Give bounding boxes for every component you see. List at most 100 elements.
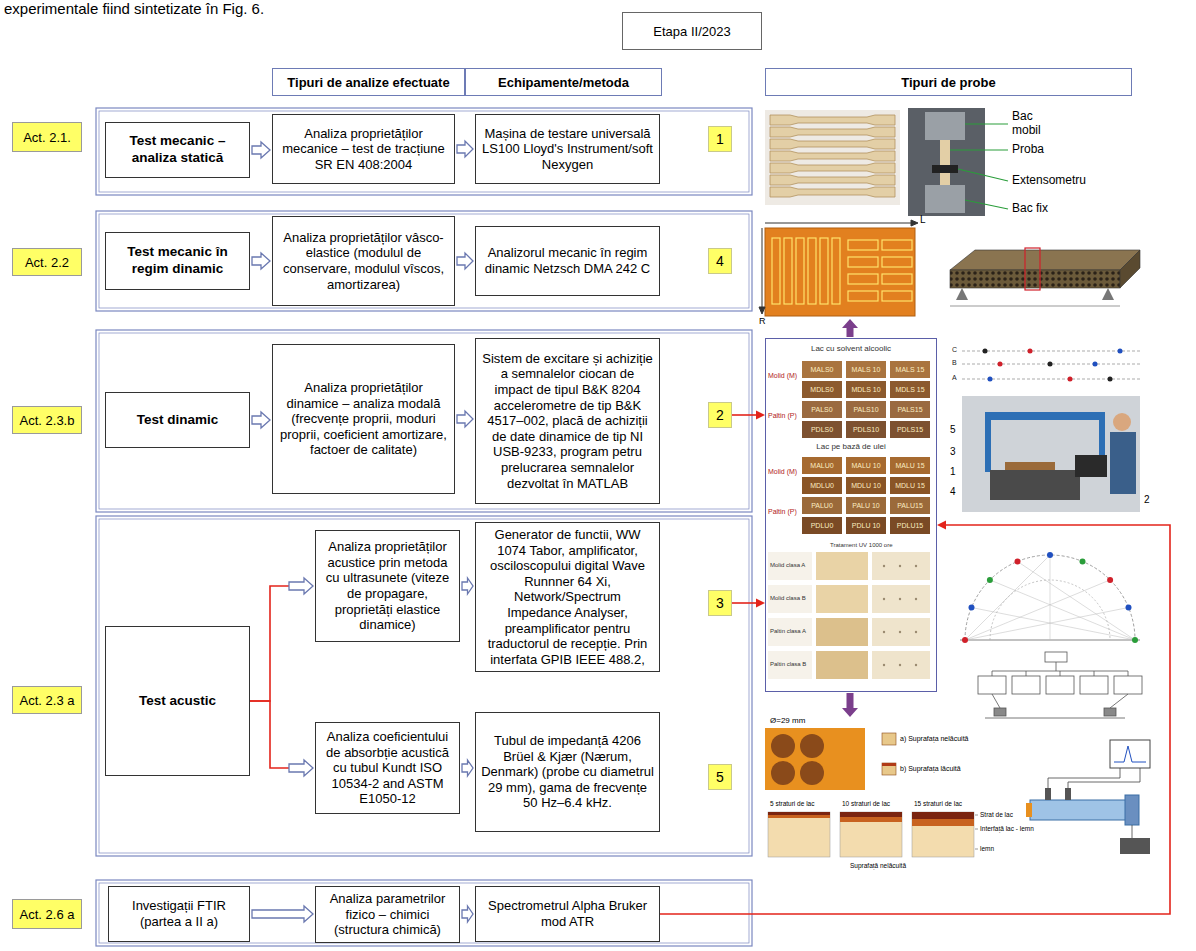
sample-tile: PALU0 — [802, 497, 842, 514]
dma-board — [765, 223, 912, 224]
lacquer-layer-profiles — [768, 812, 830, 815]
ultrasound-fan — [1050, 555, 1051, 640]
uv-sample-photos — [768, 618, 812, 646]
process-box: Analiza proprietăților mecanice – test d… — [272, 114, 455, 184]
beam-figure — [950, 306, 1120, 307]
uv-sample-photos — [816, 618, 868, 679]
dma-board — [762, 228, 763, 308]
dma-board — [808, 238, 816, 304]
test-box: Test dinamic — [105, 392, 250, 448]
connector — [457, 141, 473, 157]
process-box: Generator de functii, WW 1074 Tabor, amp… — [475, 522, 660, 672]
ultrasound-fan — [965, 580, 1110, 640]
label-text: Molid (M) — [768, 372, 797, 380]
measurement-grid — [1118, 349, 1123, 354]
process-box: Investigații FTIR (partea a II a) — [108, 886, 250, 942]
process-box: Analiza parametrilor fizico – chimici (s… — [315, 886, 460, 943]
row-frame — [96, 108, 752, 195]
uv-sample-photos — [872, 618, 930, 646]
header-box: Tipuri de probe — [765, 68, 1132, 96]
label-text: A — [952, 374, 957, 382]
measurement-grid — [998, 349, 1073, 382]
measurement-grid — [1028, 349, 1033, 354]
connector — [250, 701, 313, 776]
tensile-machine-photo — [925, 112, 965, 140]
connector — [462, 578, 473, 594]
block-arrow — [457, 253, 473, 269]
uv-sample-photos — [816, 552, 868, 580]
ultrasound-fan — [960, 552, 1140, 643]
sample-tile: PALS15 — [890, 401, 930, 418]
wood-samples-photo — [770, 175, 895, 185]
uv-sample-photos — [768, 651, 812, 679]
uv-sample-photos — [915, 631, 917, 633]
row-frame — [96, 211, 752, 311]
dma-board — [759, 220, 918, 316]
lab-photo — [985, 412, 991, 472]
node-text: Act. 2.1. — [23, 130, 71, 145]
activity-tag: Act. 2.3 a — [12, 686, 82, 714]
label-text: lemn — [980, 845, 994, 852]
node-text: PALS10 — [853, 406, 878, 413]
sample-tile: MALU0 — [802, 457, 842, 474]
wood-samples-photo — [770, 115, 895, 125]
node-text: Spectrometrul Alpha Bruker mod ATR — [481, 898, 654, 929]
label-text: C — [952, 346, 957, 354]
node-text: Investigații FTIR (partea a II a) — [114, 898, 244, 929]
dma-board — [882, 257, 912, 267]
block-arrow — [462, 760, 473, 776]
lab-photo — [962, 396, 1140, 512]
label-text: 2 — [1144, 494, 1150, 506]
connector-line — [660, 525, 1170, 914]
callout-number: 5 — [708, 764, 732, 790]
process-box: Tubul de impedanță 4206 Brüel & Kjær (Næ… — [475, 712, 660, 832]
block-arrow — [252, 906, 313, 922]
beam-figure — [950, 248, 1140, 306]
ultrasound-fan — [987, 577, 993, 583]
sample-tile: PDLS15 — [890, 421, 930, 438]
ultrasound-fan — [990, 580, 1135, 640]
kundt-samples-plate — [882, 763, 896, 766]
uv-sample-photos — [899, 565, 901, 567]
kundt-samples-plate — [771, 761, 795, 785]
ultrasound-fan — [965, 555, 1135, 640]
connector — [252, 142, 270, 158]
ultrasound-fan — [1132, 637, 1138, 643]
lab-photo — [1005, 462, 1055, 470]
uv-sample-photos — [768, 585, 812, 613]
instrument-block-diagram — [1114, 676, 1142, 694]
tensile-machine-photo — [950, 149, 1008, 150]
node-text: 5 — [716, 769, 724, 785]
sample-tile: PALS0 — [802, 401, 842, 418]
node-text: PDLU15 — [897, 522, 923, 529]
dma-board — [848, 274, 878, 284]
lacquer-layer-profiles — [912, 819, 974, 826]
label-text: b) Suprafața lăcuită — [900, 765, 961, 773]
sample-tile: PDLS10 — [846, 421, 886, 438]
connector-line — [250, 586, 289, 701]
node-text: PALS0 — [811, 406, 832, 413]
instrument-block-diagram — [978, 676, 1006, 694]
kundt-tube — [1030, 800, 1130, 820]
dma-board — [911, 220, 918, 226]
uv-sample-photos — [915, 565, 917, 567]
activity-tag: Act. 2.3.b — [12, 406, 82, 434]
wood-samples-photo — [765, 110, 900, 205]
label-text: Suprafață nelăcuită — [850, 862, 906, 869]
node-text: 3 — [716, 595, 724, 611]
uv-sample-photos — [768, 552, 930, 679]
ultrasound-fan — [969, 605, 975, 611]
measurement-grid — [1108, 377, 1113, 382]
sample-tile: MDLU 15 — [890, 477, 930, 494]
lab-photo — [990, 470, 1080, 500]
kundt-samples-plate — [800, 761, 824, 785]
wood-samples-photo — [770, 163, 895, 173]
node-text: MALU 15 — [895, 462, 924, 469]
block-arrow — [252, 412, 270, 428]
label-text: Paltin clasa B — [770, 661, 806, 668]
beam-figure — [956, 288, 968, 300]
node-text: MALS0 — [811, 366, 834, 373]
node-text: Sistem de excitare și achiziție a semnal… — [481, 351, 654, 491]
measurement-grid — [983, 349, 988, 354]
dma-board — [796, 238, 804, 304]
